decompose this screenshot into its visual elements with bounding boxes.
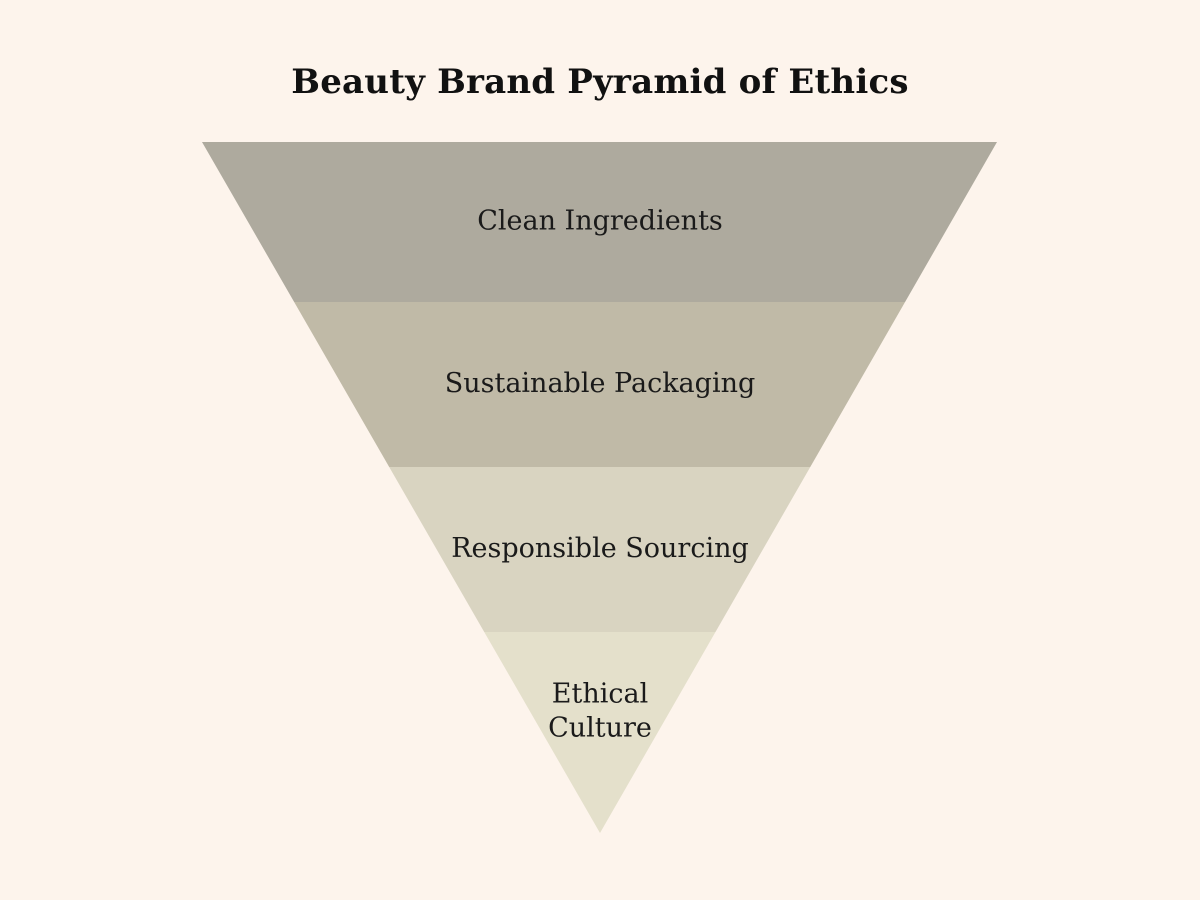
pyramid-tier-3 (389, 467, 811, 632)
pyramid-tier-4-label-line: Culture (548, 712, 652, 743)
pyramid-tier-4 (484, 632, 716, 833)
diagram-title: Beauty Brand Pyramid of Ethics (291, 62, 909, 102)
pyramid-tier-2 (294, 302, 906, 467)
pyramid-tier-4-label-line: Ethical (552, 678, 648, 709)
pyramid-tier-1 (202, 142, 997, 302)
pyramid-tier-3-label-line: Responsible Sourcing (451, 533, 749, 564)
pyramid-tier-1-label-line: Clean Ingredients (477, 205, 723, 236)
pyramid-tier-3-label: Responsible Sourcing (451, 533, 749, 564)
pyramid-tier-2-label-line: Sustainable Packaging (445, 368, 756, 399)
pyramid-tier-1-label: Clean Ingredients (477, 205, 723, 236)
pyramid-tier-2-label: Sustainable Packaging (445, 368, 756, 399)
